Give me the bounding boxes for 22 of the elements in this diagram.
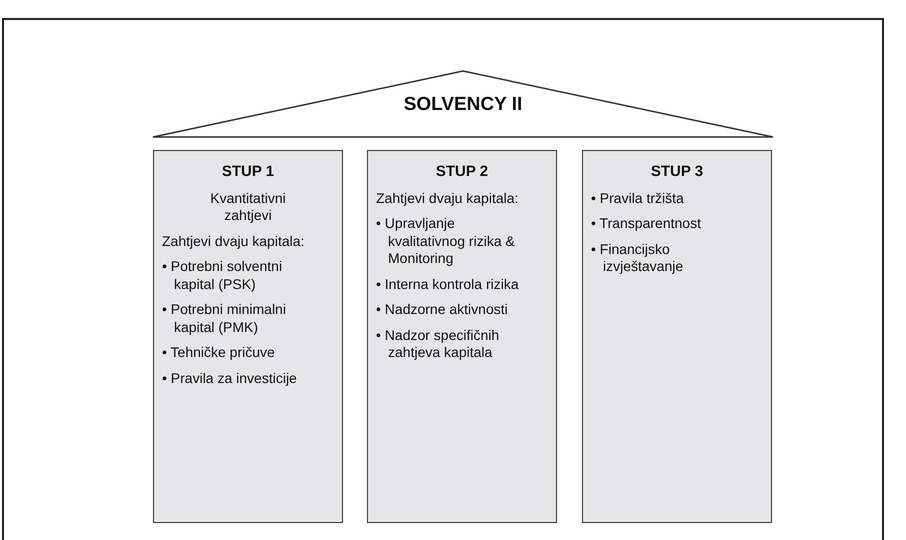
pillar-heading: STUP 3: [650, 163, 704, 182]
list-intro: Zahtjevi dvaju kapitala:: [376, 190, 520, 208]
pillar-panel: [153, 150, 343, 523]
bullet-item: • Potrebni solventni kapital (PSK): [162, 258, 284, 294]
pillar-heading: STUP 1: [220, 163, 276, 182]
bullet-item: • Nadzor specifičnih zahtjeva kapitala: [376, 326, 500, 362]
list-intro: Zahtjevi dvaju kapitala:: [162, 232, 306, 250]
bullet-item: • Pravila tržišta: [591, 190, 685, 208]
roof-title: SOLVENCY II: [404, 94, 522, 116]
pillar-subtitle: Kvantitativni zahtjevi: [209, 190, 287, 225]
pillar-panel: [367, 150, 557, 523]
bullet-item: • Nadzorne aktivnosti: [376, 301, 509, 319]
bullet-item: • Upravljanje kvalitativnog rizika & Monitoring: [376, 215, 516, 268]
bullet-item: • Pravila za investicije: [162, 370, 298, 388]
bullet-item: • Interna kontrola rizika: [376, 276, 520, 294]
pillar-panel: [582, 150, 772, 523]
roof-triangle: [152, 70, 774, 138]
bullet-item: • Potrebni minimalni kapital (PMK): [162, 301, 287, 336]
bullet-item: • Tehničke pričuve: [162, 344, 276, 362]
bullet-item: • Financijsko izvještavanje: [591, 240, 684, 276]
bullet-item: • Transparentnost: [591, 215, 702, 233]
pillar-heading: STUP 2: [434, 163, 490, 182]
